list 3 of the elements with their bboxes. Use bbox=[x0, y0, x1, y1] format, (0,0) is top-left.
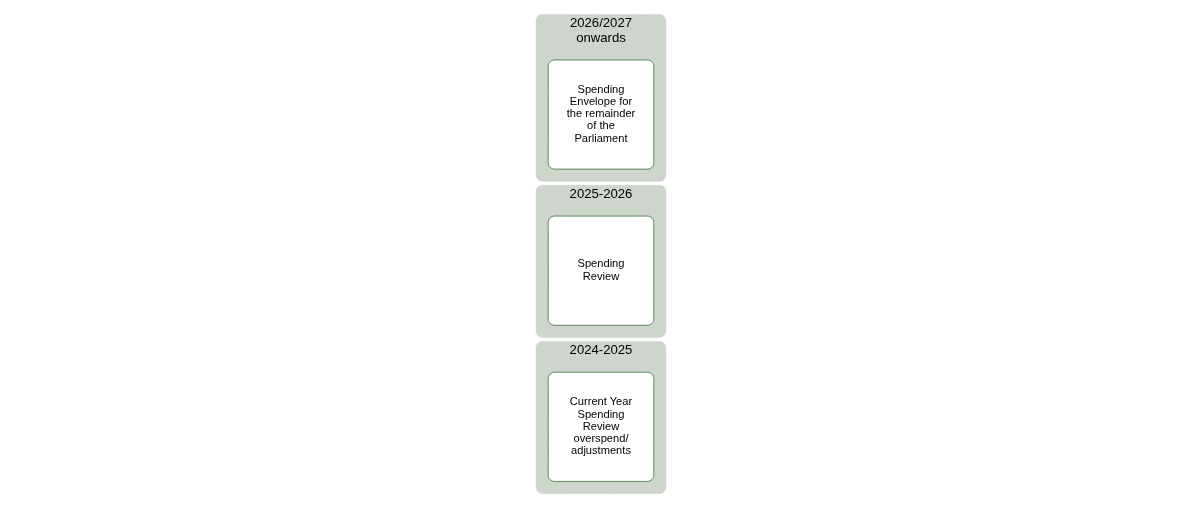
node-box: Current Year Spending Review overspend/ adjustments bbox=[547, 371, 655, 482]
node-box: Spending Review bbox=[547, 215, 655, 326]
node-box: Spending Envelope for the remainder of the Parliament bbox=[547, 59, 655, 170]
